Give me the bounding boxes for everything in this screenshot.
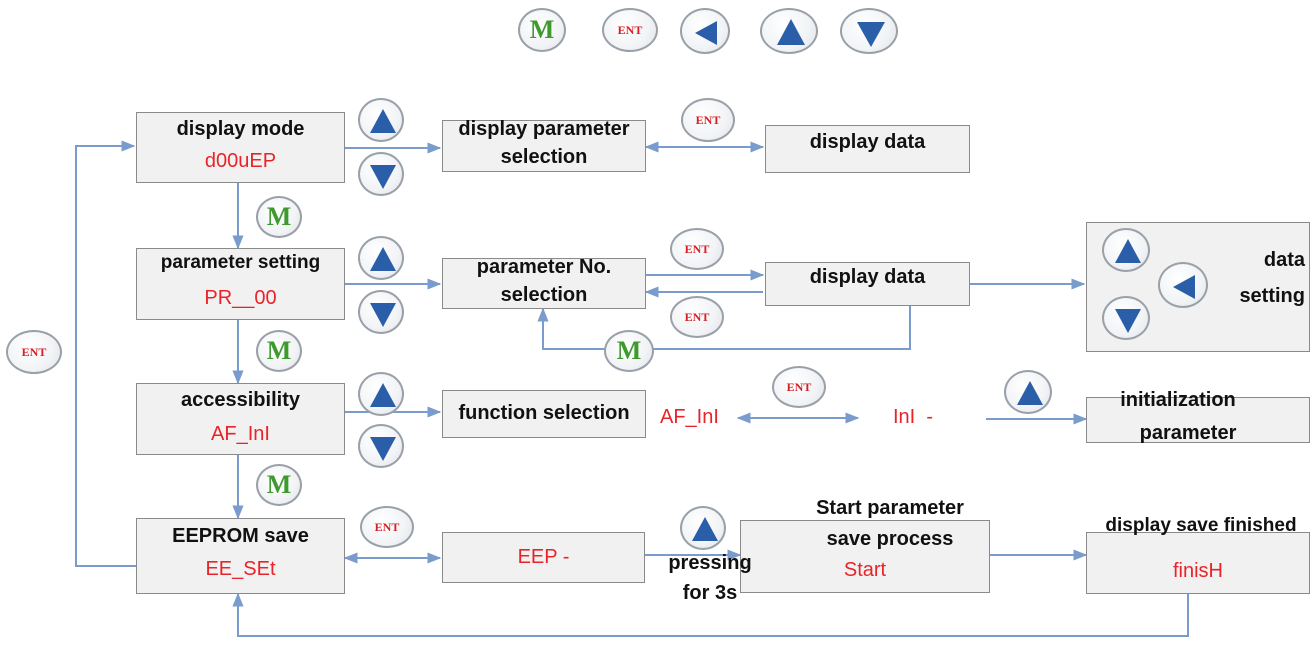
down-button-row1 <box>358 152 404 196</box>
m-label-loop: M <box>616 336 642 365</box>
start-process-box: Start <box>740 520 990 593</box>
data-setting-line1: data <box>1263 249 1305 271</box>
ent-label: ENT <box>617 22 643 37</box>
ent-button-row2-top: ENT <box>670 228 724 270</box>
parameter-no-line2: selection <box>500 284 588 306</box>
down-button-row3 <box>358 424 404 468</box>
m-button-3: M <box>256 464 302 506</box>
eeprom-save-code: EE_SEt <box>205 558 276 580</box>
up-button-init <box>1004 370 1052 414</box>
function-selection-title: function selection <box>458 402 630 424</box>
display-mode-box: display mode d00uEP <box>136 112 345 183</box>
m-button-1: M <box>256 196 302 238</box>
up-button-pressing <box>680 506 726 550</box>
display-data-title-1: display data <box>809 131 926 153</box>
parameter-no-selection-box: parameter No. selection <box>442 256 646 309</box>
legend-up-arrow-icon <box>760 8 818 54</box>
accessibility-title: accessibility <box>181 389 300 411</box>
ent-label-row3: ENT <box>786 379 812 394</box>
up-button-data-setting <box>1102 228 1150 272</box>
ent-button-row1: ENT <box>681 98 735 142</box>
ent-label-row2-bottom: ENT <box>684 309 710 324</box>
m-label-2: M <box>266 336 292 365</box>
ent-label-row4: ENT <box>374 519 400 534</box>
display-data-box-2: display data <box>765 262 970 306</box>
legend-left-arrow-icon <box>680 8 730 54</box>
m-label-3: M <box>266 470 292 499</box>
ent-button-left-loop: ENT <box>6 330 62 374</box>
af-ini-text: AF_InI <box>660 406 719 428</box>
up-button-row3 <box>358 372 404 416</box>
ent-button-row2-bottom: ENT <box>670 296 724 338</box>
legend-ent-button: ENT <box>602 8 658 52</box>
parameter-no-line1: parameter No. <box>476 256 612 278</box>
display-data-title-2: display data <box>809 266 926 288</box>
ent-label-left-loop: ENT <box>21 344 47 359</box>
ent-button-row3: ENT <box>772 366 826 408</box>
ent-button-row4: ENT <box>360 506 414 548</box>
accessibility-box: accessibility AF_InI <box>136 383 345 455</box>
legend-down-arrow-icon <box>840 8 898 54</box>
finish-box: finisH <box>1086 532 1310 594</box>
parameter-setting-title: parameter setting <box>160 252 321 273</box>
for-3s-text: for 3s <box>682 582 738 604</box>
eep-code: EEP - <box>517 546 570 568</box>
up-button-row2 <box>358 236 404 280</box>
up-button-row1 <box>358 98 404 142</box>
eep-box: EEP - <box>442 532 645 583</box>
data-setting-line2: setting <box>1239 285 1305 307</box>
display-parameter-line2: selection <box>500 146 588 168</box>
accessibility-code: AF_InI <box>211 423 270 445</box>
m-button-loop: M <box>604 330 654 372</box>
display-mode-title: display mode <box>176 118 305 140</box>
down-button-row2 <box>358 290 404 334</box>
down-button-data-setting <box>1102 296 1150 340</box>
m-label: M <box>529 15 555 44</box>
ent-label-row2-top: ENT <box>684 241 710 256</box>
m-label-1: M <box>266 202 292 231</box>
m-button-2: M <box>256 330 302 372</box>
finish-code: finisH <box>1172 560 1223 582</box>
ini-dash-text: InI - <box>893 406 934 428</box>
parameter-setting-box: parameter setting PR__00 <box>136 248 345 320</box>
display-save-finished-text: display save finished <box>1105 515 1297 536</box>
eeprom-save-box: EEPROM save EE_SEt <box>136 518 345 594</box>
initialization-line1: initialization <box>1120 389 1236 411</box>
initialization-parameter-box: initialization parameter <box>1086 389 1310 444</box>
start-code: Start <box>843 559 887 581</box>
legend-m-button: M <box>518 8 566 52</box>
save-process-text: save process <box>826 528 954 550</box>
display-data-box-1: display data <box>765 125 970 173</box>
parameter-setting-code: PR__00 <box>204 287 277 309</box>
eeprom-save-title: EEPROM save <box>172 525 309 547</box>
left-button-data-setting <box>1158 262 1208 308</box>
initialization-line2: parameter <box>1139 422 1237 444</box>
pressing-text: pressing <box>668 552 752 574</box>
function-selection-box: function selection <box>442 390 646 438</box>
start-parameter-text: Start parameter <box>816 497 964 519</box>
display-mode-code: d00uEP <box>204 150 277 172</box>
display-parameter-selection-box: display parameter selection <box>442 118 646 172</box>
display-parameter-line1: display parameter <box>458 118 630 140</box>
ent-label-row1: ENT <box>695 112 721 127</box>
